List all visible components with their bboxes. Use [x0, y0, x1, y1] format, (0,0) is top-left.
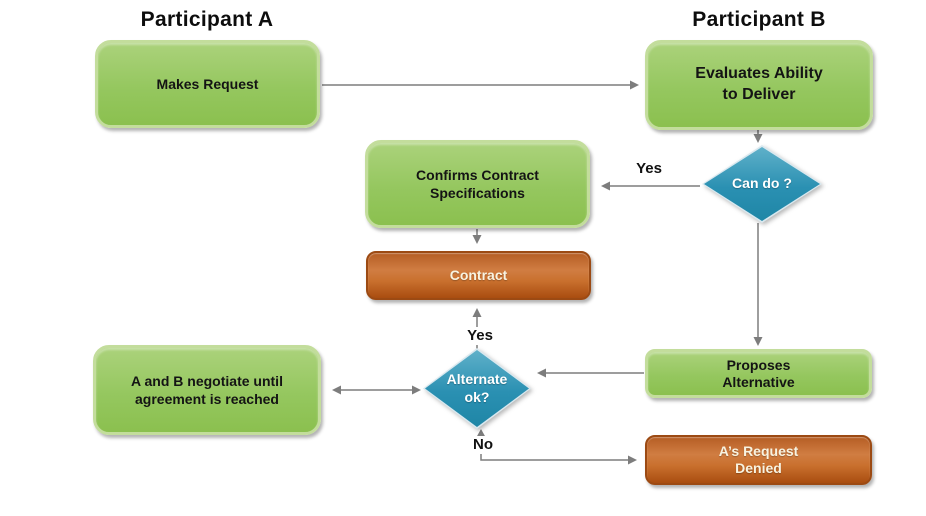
arrowhead-alternate-yes-to-contract — [472, 308, 482, 317]
node-evaluates-ability-label: Evaluates Ability to Deliver — [695, 65, 823, 103]
arrowhead-confirms-to-contract — [472, 235, 482, 244]
arrowhead-cando-to-proposes — [753, 337, 763, 346]
arrowhead-request-to-evaluates — [630, 80, 639, 90]
node-can-do-label: Can do ? — [732, 175, 792, 192]
arrowhead-at-alternate-bottom — [476, 429, 486, 437]
node-request-denied: A’s Request Denied — [645, 435, 872, 485]
node-request-denied-label: A’s Request Denied — [718, 443, 799, 476]
node-alternate-ok-decision: Alternate ok? — [423, 348, 531, 429]
arrowhead-proposes-to-alternate — [537, 368, 546, 378]
edge-label-alternate-no: No — [470, 436, 496, 454]
arrowhead-cando-yes-to-confirms — [601, 181, 610, 191]
arrowhead-to-alternate — [412, 385, 421, 395]
connector-alternate-no-to-denied — [480, 437, 628, 461]
node-proposes-alternative: Proposes Alternative — [645, 349, 872, 398]
lane-title-participant-b: Participant B — [692, 8, 826, 31]
node-contract: Contract — [366, 251, 591, 300]
node-contract-label: Contract — [449, 267, 508, 284]
arrowhead-to-negotiate — [332, 385, 341, 395]
node-negotiate: A and B negotiate until agreement is rea… — [93, 345, 321, 435]
lane-title-participant-a: Participant A — [140, 8, 274, 31]
node-makes-request-label: Makes Request — [156, 75, 259, 92]
arrowhead-alternate-no-to-denied — [628, 455, 637, 465]
diamond-fill-shape: Can do ? — [704, 147, 820, 221]
diamond-fill-shape: Alternate ok? — [425, 350, 529, 427]
node-evaluates-ability: Evaluates Ability to Deliver — [645, 40, 873, 130]
node-confirms-contract-label: Confirms Contract Specifications — [416, 166, 539, 201]
node-confirms-contract: Confirms Contract Specifications — [365, 140, 590, 228]
node-makes-request: Makes Request — [95, 40, 320, 128]
node-can-do-decision: Can do ? — [702, 145, 822, 223]
edge-label-can-do-yes: Yes — [633, 160, 665, 178]
node-proposes-alternative-label: Proposes Alternative — [722, 356, 795, 390]
edge-label-alternate-yes: Yes — [464, 327, 496, 345]
node-negotiate-label: A and B negotiate until agreement is rea… — [131, 372, 283, 407]
arrowhead-evaluates-to-cando — [753, 134, 763, 143]
node-alternate-ok-label: Alternate ok? — [446, 371, 508, 405]
